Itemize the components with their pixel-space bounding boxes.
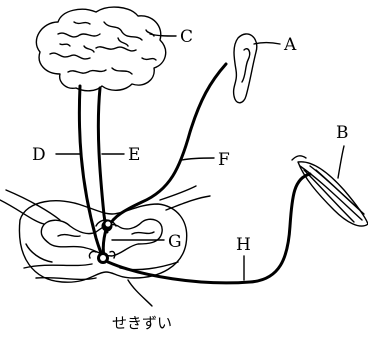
label-g: G [168, 232, 182, 252]
spinal-cord-caption: せきずい [112, 314, 172, 332]
muscle [292, 156, 368, 226]
brain [36, 7, 165, 91]
label-h: H [236, 235, 251, 255]
motor-nerve-h [108, 174, 310, 283]
label-a: A [283, 35, 297, 55]
interneuron-g [102, 221, 112, 256]
leader-line-b [338, 146, 344, 178]
ear [234, 34, 257, 103]
label-d: D [32, 145, 46, 165]
label-c: C [180, 27, 193, 47]
spinal-cord-leader-line [128, 280, 152, 306]
label-e: E [128, 145, 140, 165]
label-f: F [218, 150, 230, 170]
label-b: B [336, 123, 349, 143]
leader-line-f [182, 158, 214, 160]
pathway-e [98, 88, 107, 232]
leader-line-a [254, 43, 280, 45]
